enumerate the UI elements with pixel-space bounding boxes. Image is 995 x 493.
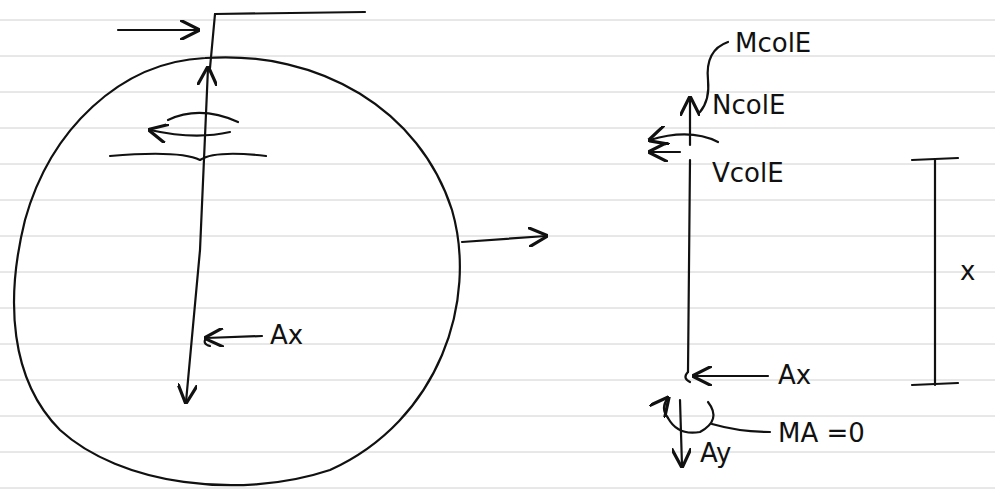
load-arrow [118,29,198,31]
force-label: Ax [270,322,303,348]
beam [215,12,365,14]
force-label: Ax [778,362,811,388]
moment-arrow [650,134,718,142]
moment-arrow [664,398,668,418]
force-label: VcolE [712,160,784,186]
force-label: Ay [700,440,731,466]
reaction-arrow [694,375,768,377]
dimension-line [934,160,936,385]
pin [205,338,210,346]
reaction-arrow [206,336,262,338]
dimension-tick [912,383,958,385]
axial-arrow [689,98,691,145]
section-cut [110,154,266,160]
dimension-label: x [960,258,975,284]
moment-arc [668,402,713,433]
moment-arrow [150,130,230,136]
dimension-tick [912,158,958,160]
moment-arc [168,113,238,122]
cut-outline [14,57,460,485]
reaction-arrow [680,400,682,466]
column [688,160,690,372]
shear-arrow [650,151,680,153]
moment-label: MA =0 [778,420,865,446]
force-label: NcolE [712,92,785,118]
column-top [210,14,215,68]
paper-rules [0,20,995,488]
pin [685,372,690,382]
column-line [186,250,200,402]
leader-line [712,424,770,432]
moment-label: McolE [735,30,811,56]
arrow-to-fbd [462,236,546,242]
